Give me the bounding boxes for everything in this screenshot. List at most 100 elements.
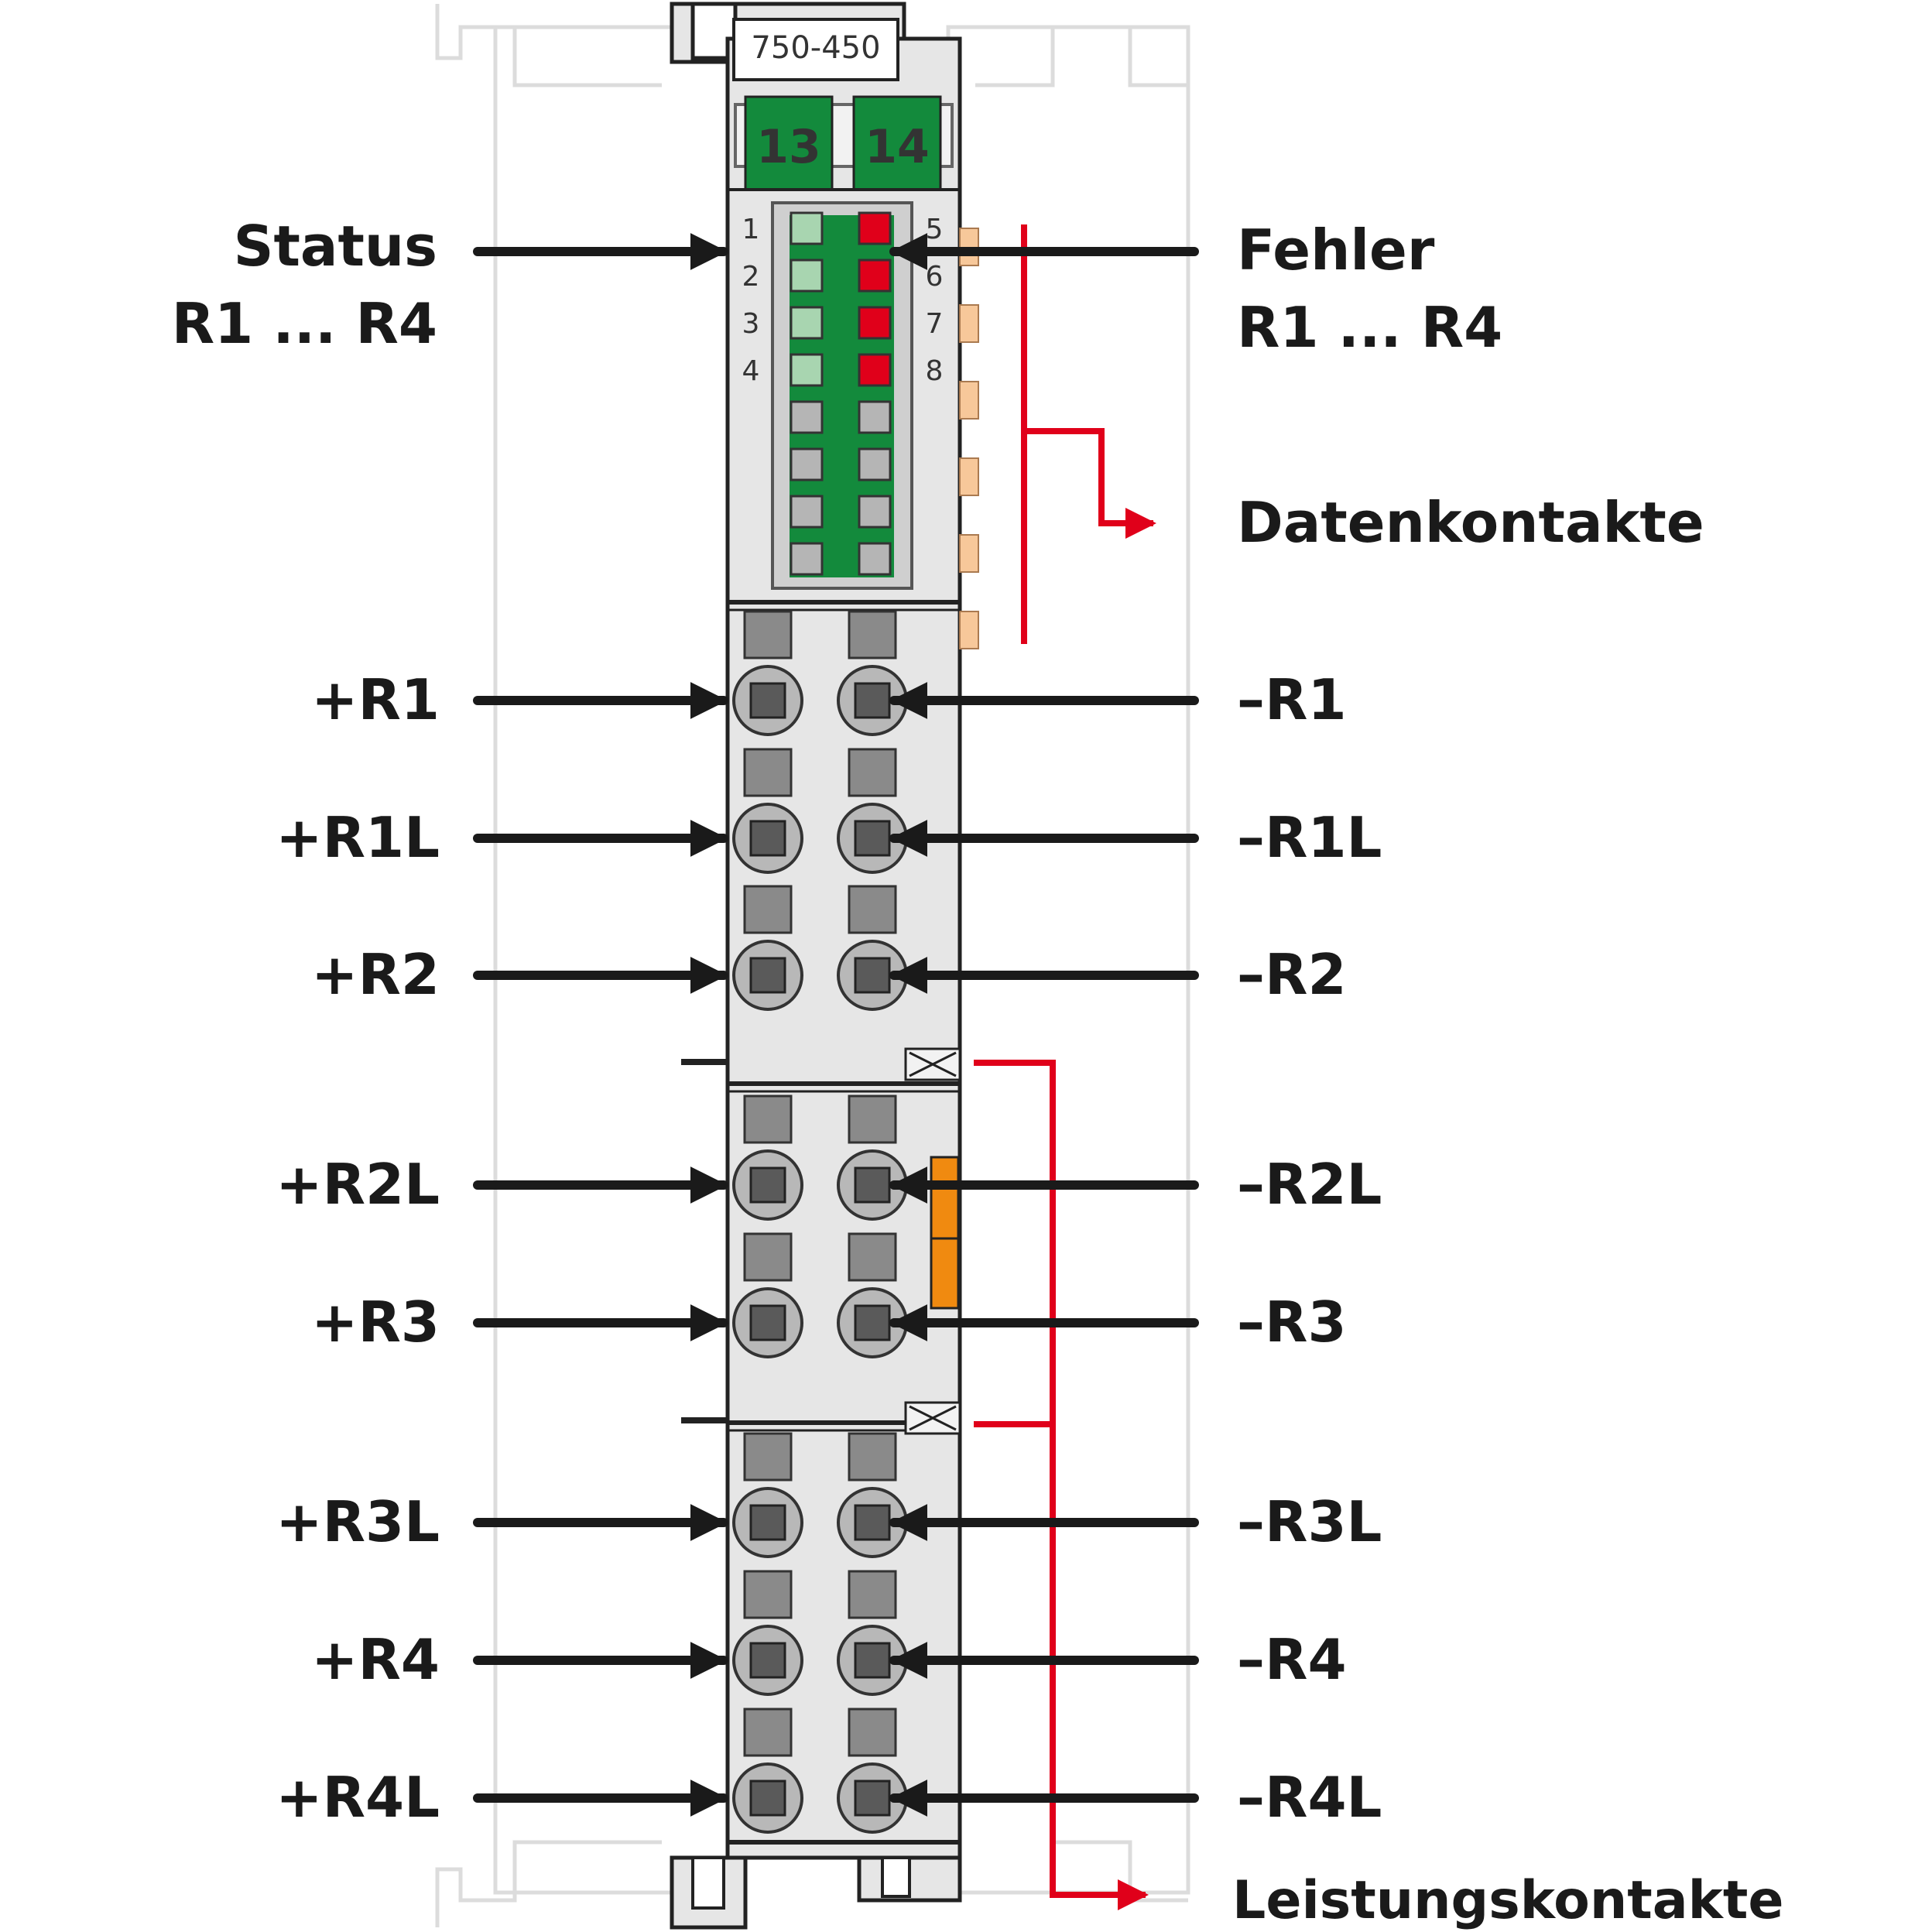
led-number: 3 (742, 308, 760, 340)
release-slot (743, 1708, 793, 1757)
part-number: 750-450 (751, 30, 880, 66)
terminal-label-left: +R3 (311, 1290, 440, 1355)
data-contact-pin (959, 611, 979, 649)
channel-number-left: 13 (756, 120, 821, 174)
channel-number-right: 14 (865, 120, 930, 174)
clamp-square (749, 1304, 786, 1341)
status-led (790, 495, 824, 529)
error-led (858, 495, 892, 529)
clamp-square (854, 1304, 891, 1341)
error-led (858, 353, 892, 387)
terminal-clamps (732, 610, 908, 1834)
part-number-label (732, 18, 899, 81)
status-led (790, 447, 824, 481)
led-number: 2 (742, 261, 760, 293)
terminal-label-right: –R4L (1237, 1765, 1382, 1830)
led-number: 5 (926, 214, 944, 245)
release-slot (743, 1232, 793, 1282)
labels: Status R1 ... R4 Fehler R1 ... R4 Datenk… (172, 214, 1784, 1931)
clamp-square (749, 820, 786, 857)
status-label-line2: R1 ... R4 (172, 291, 437, 356)
release-slot (743, 748, 793, 797)
right-terminal-labels: –R1 –R1L –R2 –R2L –R3 –R3L –R4 –R4L (1237, 667, 1382, 1830)
error-led (858, 259, 892, 293)
release-slot (743, 1094, 793, 1144)
clamp-square (854, 1642, 891, 1679)
status-led (790, 542, 824, 576)
terminal-label-right: –R2 (1237, 942, 1347, 1007)
terminal-label-right: –R2L (1237, 1152, 1382, 1217)
clamp-square (749, 1504, 786, 1541)
fehler-label-line1: Fehler (1237, 218, 1435, 283)
led-number: 7 (926, 308, 944, 340)
release-slot (743, 610, 793, 659)
data-contact-pin (959, 381, 979, 420)
power-contact (930, 1156, 960, 1310)
status-led (790, 211, 824, 245)
connection-arrows (473, 233, 1199, 1817)
clamp-square (854, 1166, 891, 1204)
error-led (858, 211, 892, 245)
terminal-label-right: –R3 (1237, 1290, 1347, 1355)
data-contact-pin (959, 457, 979, 496)
power-contacts-bracket (974, 1060, 1149, 1910)
datenkontakte-label: Datenkontakte (1237, 490, 1704, 555)
data-contact-pin (959, 304, 979, 343)
clamp-square (749, 1780, 786, 1817)
terminal-label-right: –R4 (1237, 1627, 1347, 1692)
channel-box-right (852, 95, 942, 191)
terminal-label-left: +R1 (311, 667, 440, 732)
led-number: 6 (926, 261, 944, 293)
release-slot (743, 1432, 793, 1482)
fehler-label-line2: R1 ... R4 (1237, 295, 1502, 360)
terminal-label-left: +R4 (311, 1627, 440, 1692)
release-slot (848, 1232, 897, 1282)
clamp-square (749, 1642, 786, 1679)
terminal-label-right: –R1L (1237, 805, 1382, 870)
data-contacts-bracket (1021, 224, 1156, 644)
data-contact-pin (959, 534, 979, 573)
led-array (790, 211, 892, 576)
terminal-label-left: +R2 (311, 942, 440, 1007)
data-contact-pins (959, 228, 979, 649)
status-led (790, 259, 824, 293)
terminal-label-left: +R3L (276, 1489, 440, 1554)
status-led (790, 400, 824, 434)
terminal-label-left: +R4L (276, 1765, 440, 1830)
clamp-square (854, 1780, 891, 1817)
release-slot (848, 885, 897, 934)
error-led (858, 542, 892, 576)
status-led (790, 306, 824, 340)
release-slot (848, 1094, 897, 1144)
error-led (858, 400, 892, 434)
error-led (858, 447, 892, 481)
status-led (790, 353, 824, 387)
release-slot (848, 1432, 897, 1482)
clamp-square (749, 1166, 786, 1204)
release-slot (848, 748, 897, 797)
clamp-square (749, 682, 786, 719)
led-number: 4 (742, 355, 760, 387)
clamp-square (854, 1504, 891, 1541)
error-led (858, 306, 892, 340)
terminal-label-left: +R1L (276, 805, 440, 870)
release-slot (743, 885, 793, 934)
clamp-square (854, 820, 891, 857)
terminal-label-right: –R3L (1237, 1489, 1382, 1554)
left-terminal-labels: +R1 +R1L +R2 +R2L +R3 +R3L +R4 +R4L (276, 667, 440, 1830)
leistungskontakte-label: Leistungskontakte (1232, 1870, 1783, 1931)
channel-box-left (744, 95, 834, 191)
status-label-line1: Status (234, 214, 437, 279)
release-slot (848, 1708, 897, 1757)
terminal-label-left: +R2L (276, 1152, 440, 1217)
release-slot (743, 1570, 793, 1619)
terminal-label-right: –R1 (1237, 667, 1347, 732)
clamp-square (854, 957, 891, 994)
led-number: 8 (926, 355, 944, 387)
release-slot (848, 1570, 897, 1619)
clamp-square (749, 957, 786, 994)
release-slot (848, 610, 897, 659)
